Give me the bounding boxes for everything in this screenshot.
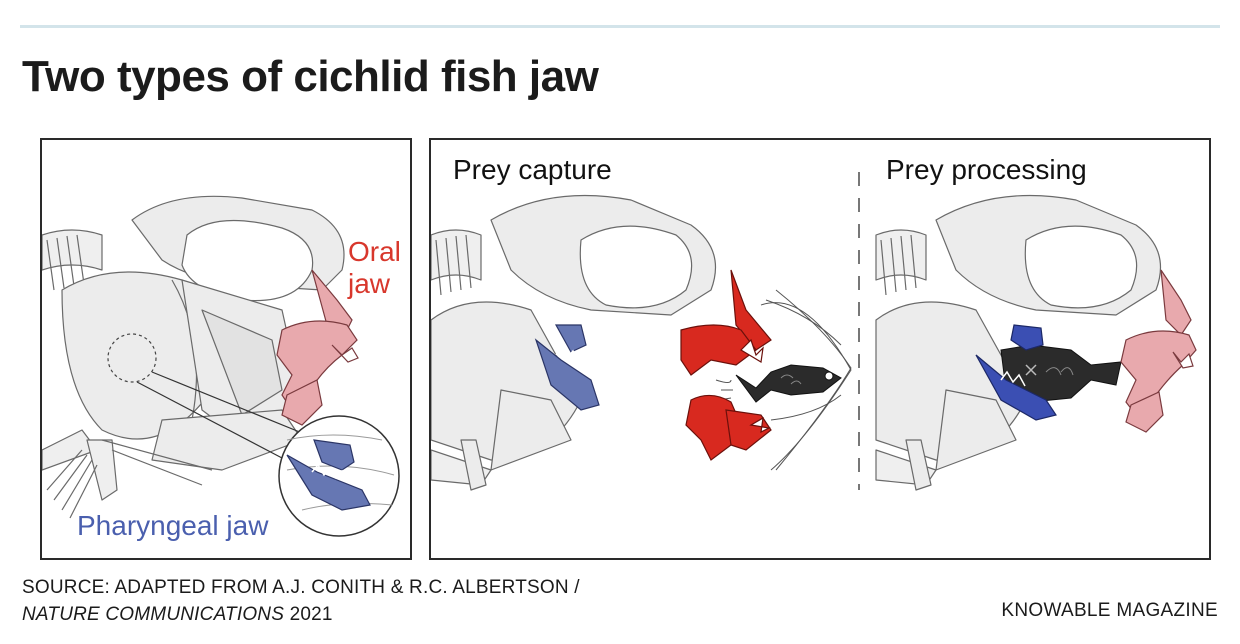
source-year: 2021: [284, 604, 333, 625]
source-journal: NATURE COMMUNICATIONS: [22, 604, 285, 625]
capture-prey-fish: [735, 364, 842, 403]
source-line2: NATURE COMMUNICATIONS 2021: [22, 601, 580, 628]
prey-capture-header: Prey capture: [453, 154, 612, 185]
panel-prey-sequence: Prey capture Prey processing: [429, 138, 1211, 560]
top-rule: [20, 25, 1220, 28]
fish-skull-illustration: [42, 195, 400, 537]
capture-oral-jaw: [680, 269, 772, 461]
capture-pharyngeal-jaw: [534, 324, 600, 411]
oral-jaw-label: Oral jaw: [348, 236, 401, 300]
processing-oral-jaw: [1120, 269, 1197, 433]
pharyngeal-location-marker: [107, 333, 157, 383]
pharyngeal-jaw-label: Pharyngeal jaw: [77, 510, 269, 541]
panel-jaw-types: Oral jaw Pharyngeal jaw: [40, 138, 412, 560]
prey-processing-header: Prey processing: [886, 154, 1087, 185]
spine-ribs: [42, 229, 118, 519]
oral-label-line2: jaw: [348, 268, 391, 299]
oral-label-line1: Oral: [348, 236, 401, 267]
flow-lines: [715, 289, 852, 471]
prey-sequence-illustration: [431, 172, 1197, 491]
pharyngeal-magnifier: [278, 415, 400, 537]
source-line1: SOURCE: ADAPTED FROM A.J. CONITH & R.C. …: [22, 577, 580, 598]
processing-pharyngeal-jaw: [975, 324, 1057, 421]
processing-skull: [875, 194, 1162, 491]
source-citation: SOURCE: ADAPTED FROM A.J. CONITH & R.C. …: [22, 574, 580, 628]
figure-title: Two types of cichlid fish jaw: [22, 52, 599, 101]
capture-skull: [431, 194, 717, 491]
publisher-credit: KNOWABLE MAGAZINE: [1001, 600, 1218, 621]
oral-jaw: [276, 269, 359, 426]
